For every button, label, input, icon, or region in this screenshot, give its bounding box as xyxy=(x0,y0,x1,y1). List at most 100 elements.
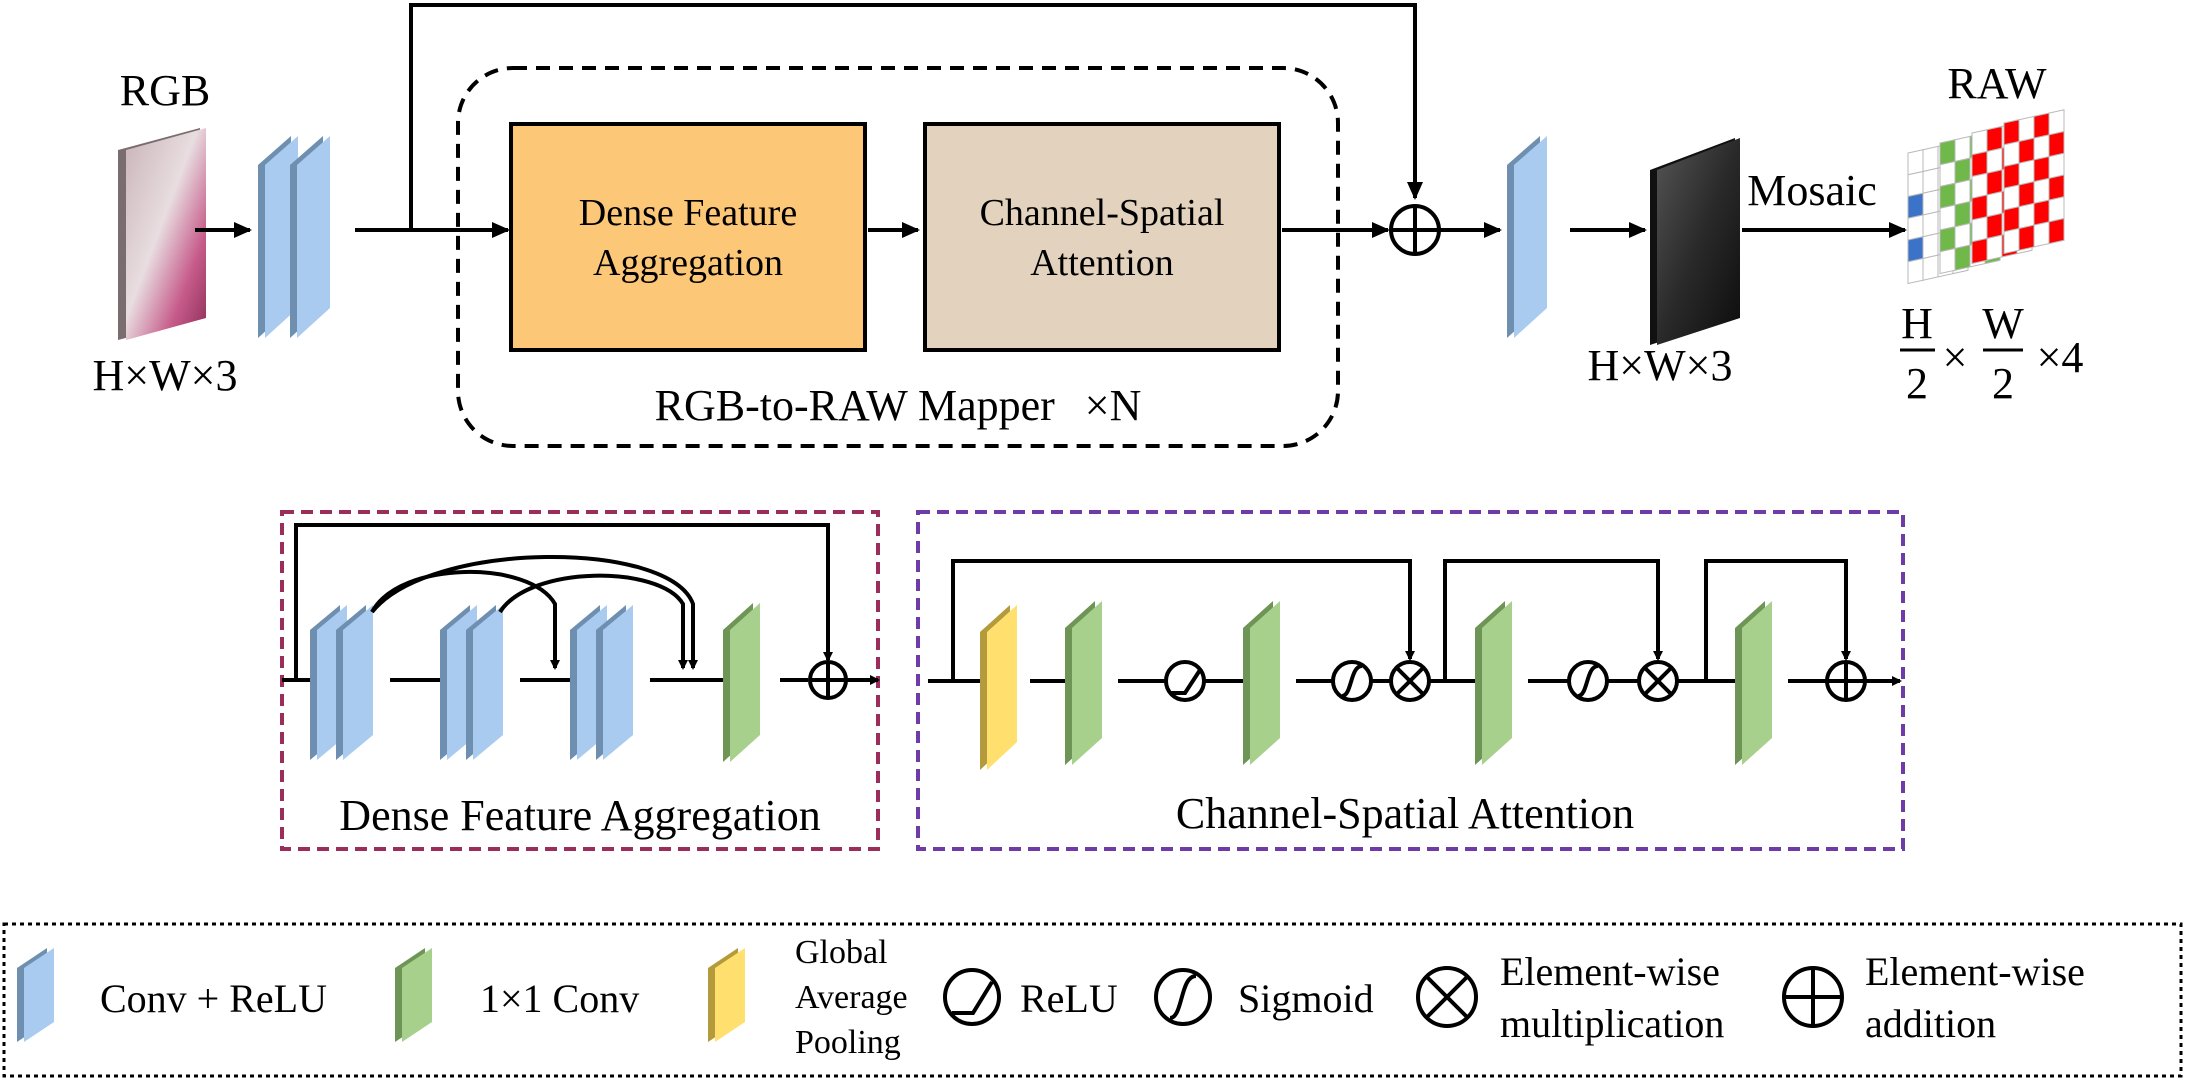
rgb-dims: H×W×3 xyxy=(93,351,238,400)
legend-gap-label-2: Average xyxy=(795,979,908,1016)
bayer-cell xyxy=(1986,191,2003,218)
mosaic-label: Mosaic xyxy=(1747,166,1877,215)
bayer-cell xyxy=(2033,199,2050,226)
bayer-cell xyxy=(1986,169,2003,196)
bayer-cell xyxy=(1954,179,1971,206)
dfa-block-line2: Aggregation xyxy=(593,242,783,284)
bayer-cell xyxy=(2003,227,2020,255)
conv-relu-layer xyxy=(466,605,503,760)
bayer-cell xyxy=(2033,155,2050,183)
conv-relu-layer xyxy=(596,605,633,760)
conv-relu-layer xyxy=(17,948,54,1042)
legend-gap-label-3: Pooling xyxy=(795,1024,901,1061)
dfa-block xyxy=(509,122,867,352)
bayer-cell xyxy=(2033,134,2050,161)
bayer-cell xyxy=(1922,232,1939,260)
dfa-detail-title: Dense Feature Aggregation xyxy=(339,791,820,840)
legend-relu-icon xyxy=(943,968,1001,1026)
bayer-cell xyxy=(1907,170,1924,198)
bayer-cell xyxy=(2048,174,2065,201)
csa-sigmoid-operator-2 xyxy=(1567,660,1609,702)
bayer-cell xyxy=(1907,257,1924,285)
csa-skip-3 xyxy=(1704,559,1851,681)
skip-connection-top xyxy=(409,3,1423,230)
raw-dims-h-den: 2 xyxy=(1906,359,1928,408)
csa-conv1x1-2 xyxy=(1243,601,1280,765)
bayer-cell xyxy=(1986,212,2003,240)
bayer-cell xyxy=(1907,214,1924,241)
bayer-cell xyxy=(2018,159,2035,186)
dfa-conv1x1 xyxy=(723,603,760,762)
bayer-cell xyxy=(1954,222,1971,250)
bayer-cell xyxy=(1954,201,1971,228)
dfa-add-operator xyxy=(808,660,848,700)
legend-conv1x1-label: 1×1 Conv xyxy=(480,976,639,1021)
top-pipeline: RGB H×W×3 Dense Feature Aggre xyxy=(93,3,2084,448)
bayer-cell xyxy=(2003,140,2020,168)
legend-gap-label-1: Global xyxy=(795,934,888,971)
bayer-cell xyxy=(2033,112,2050,139)
legend-mult-label-2: multiplication xyxy=(1500,1001,1724,1046)
csa-mult-operator-2 xyxy=(1637,660,1679,702)
dfa-conv-pair-3 xyxy=(570,605,633,760)
csa-detail: Channel-Spatial Attention xyxy=(916,510,1905,851)
dfa-block-line1: Dense Feature xyxy=(579,192,797,234)
bayer-cell xyxy=(1954,157,1971,184)
conv-relu-stack-in xyxy=(258,136,330,338)
csa-sigmoid-operator-1 xyxy=(1331,660,1373,702)
mapper-container xyxy=(456,66,1340,448)
bayer-cell xyxy=(2033,221,2050,248)
conv-relu-layer xyxy=(336,605,373,760)
csa-conv1x1-3 xyxy=(1475,601,1512,765)
raw-dims-tail: ×4 xyxy=(2037,333,2084,382)
dfa-dense-arc-3 xyxy=(498,573,688,670)
csa-gap-layer xyxy=(980,605,1017,770)
legend-border xyxy=(2,922,2183,1078)
bayer-cell xyxy=(1922,254,1939,281)
dfa-dense-arc-1 xyxy=(370,570,560,670)
bayer-cell xyxy=(2003,119,2020,146)
legend-add-icon xyxy=(1782,966,1844,1028)
conv-relu-layer xyxy=(258,136,298,338)
raw-dims-w-den: 2 xyxy=(1992,359,2014,408)
raw-dims-h: H xyxy=(1901,299,1933,348)
bayer-cell xyxy=(1971,129,1988,156)
bayer-cell xyxy=(1939,139,1956,166)
csa-skip-2 xyxy=(1443,559,1663,681)
gray-image xyxy=(1650,138,1740,345)
bayer-cell xyxy=(2018,202,2035,230)
rgb-image xyxy=(118,128,206,340)
legend-add-label-2: addition xyxy=(1865,1001,1996,1046)
dfa-dense-arc-2 xyxy=(370,554,698,670)
legend-conv1x1-swatch xyxy=(395,948,432,1042)
csa-relu-operator xyxy=(1164,660,1206,702)
dfa-skip-outer xyxy=(294,523,833,680)
dfa-conv-pair-2 xyxy=(440,605,503,760)
dfa-detail: Dense Feature Aggregation xyxy=(280,510,880,851)
csa-mult-operator-1 xyxy=(1389,660,1431,702)
conv-relu-layer xyxy=(1507,136,1547,338)
bayer-cell xyxy=(1971,216,1988,243)
bayer-cell xyxy=(2048,109,2065,136)
legend-add-label-1: Element-wise xyxy=(1865,949,2085,994)
bayer-cell xyxy=(1922,211,1939,238)
legend-mult-icon xyxy=(1416,966,1478,1028)
bayer-cell xyxy=(1907,192,1924,219)
bayer-cell xyxy=(2048,217,2065,245)
conv-relu-out xyxy=(1507,136,1547,338)
mapper-label: RGB-to-RAW Mapper×N xyxy=(655,381,1142,430)
bayer-cell xyxy=(1939,247,1956,275)
bayer-cell xyxy=(1907,236,1924,263)
bayer-cell xyxy=(1986,125,2003,153)
csa-detail-border xyxy=(916,510,1905,851)
bayer-cell xyxy=(1922,189,1939,216)
bayer-cell xyxy=(1986,234,2003,261)
csa-detail-title: Channel-Spatial Attention xyxy=(1176,789,1634,838)
legend-conv-relu-label: Conv + ReLU xyxy=(100,976,327,1021)
csa-skip-1 xyxy=(951,559,1415,681)
bayer-cell xyxy=(2003,184,2020,211)
bayer-cell xyxy=(1971,172,1988,199)
gray-dims: H×W×3 xyxy=(1588,341,1733,390)
bayer-cell xyxy=(1922,145,1939,173)
raw-dims-times: × xyxy=(1943,333,1968,382)
